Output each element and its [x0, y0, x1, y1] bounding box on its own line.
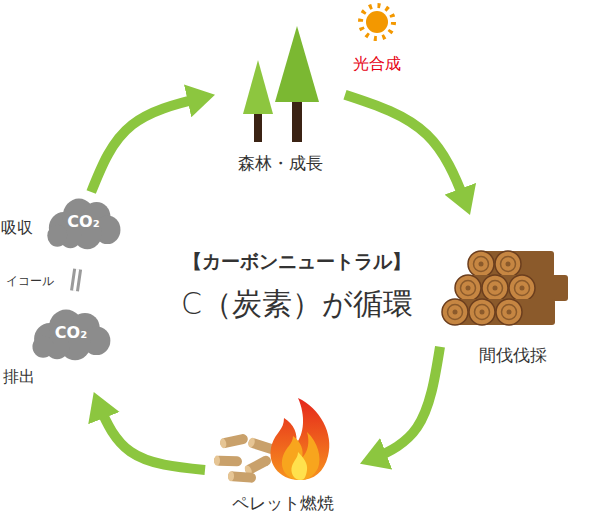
co2-cloud: CO₂吸収	[45, 192, 122, 255]
tree-trunk	[292, 98, 302, 142]
sun-rays	[361, 6, 394, 39]
process-note: 光合成	[337, 54, 417, 73]
tree-crown	[243, 60, 273, 114]
cycle-stage: ペレット燃焼	[205, 395, 360, 520]
sun-disc	[366, 11, 388, 33]
cloud-label: CO₂	[45, 212, 122, 231]
pellet	[228, 471, 257, 483]
cycle-arrow	[360, 347, 440, 464]
cycle-arrow	[91, 95, 215, 192]
log	[495, 251, 554, 277]
log	[509, 275, 568, 301]
edge-label: イコール	[6, 274, 54, 288]
edge-group	[73, 95, 471, 470]
equal-sign	[73, 255, 80, 305]
stage-label: 吸収	[1, 218, 41, 237]
diagram-title: 【カーボンニュートラル】	[97, 250, 497, 273]
pellet	[214, 456, 242, 467]
cycle-stage: 間伐伐採	[440, 215, 565, 370]
co2-cloud: CO₂排出	[30, 305, 115, 392]
stage-label: 間伐伐採	[460, 345, 565, 365]
tree-trunk	[254, 110, 262, 142]
cloud-label: CO₂	[30, 323, 112, 342]
cloud-puff	[32, 336, 53, 358]
cloud-puff	[47, 225, 67, 247]
center-caption: C（炭素）が循環	[97, 286, 497, 322]
cycle-arrow	[345, 95, 470, 215]
tree-crown	[275, 26, 319, 102]
stage-label: ペレット燃焼	[205, 493, 360, 513]
flame-middle	[282, 432, 320, 480]
cycle-stage: 森林・成長	[215, 25, 345, 180]
stage-label: 排出	[3, 367, 48, 386]
log	[496, 299, 555, 325]
pellet	[219, 433, 248, 449]
flame-outer	[270, 398, 329, 480]
cycle-arrow	[94, 392, 205, 470]
flame-inner	[291, 452, 307, 480]
stage-label: 森林・成長	[215, 153, 345, 173]
equal-sign-gap	[73, 255, 80, 305]
